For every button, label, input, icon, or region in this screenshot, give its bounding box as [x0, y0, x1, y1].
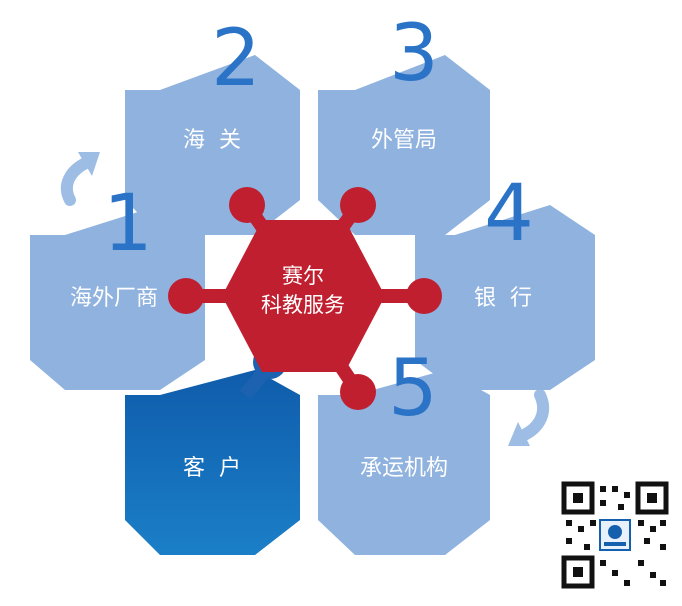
center-hex-shape — [222, 220, 385, 372]
hex-carrier-shape — [318, 370, 490, 555]
hex-overseas-label: 海外厂商 — [70, 286, 158, 311]
curved-arrow-up-icon — [60, 152, 100, 206]
number-4: 4 — [484, 169, 534, 259]
hex-bank — [415, 205, 595, 390]
hex-customs-label: 海 关 — [183, 128, 241, 153]
number-1: 1 — [103, 179, 153, 269]
center-title-line2: 科教服务 — [261, 293, 345, 317]
center-connectors — [168, 187, 442, 410]
hex-bank-shape — [415, 205, 595, 390]
hex-carrier — [318, 370, 490, 555]
hex-overseas-manufacturer — [30, 205, 205, 390]
number-3: 3 — [389, 9, 439, 99]
center-hex: 赛尔 科教服务 — [222, 220, 385, 372]
hex-bank-label: 银 行 — [474, 286, 532, 311]
center-title-line1: 赛尔 — [282, 264, 324, 288]
hex-overseas-shape — [30, 205, 205, 390]
curved-arrow-down-icon — [508, 389, 550, 446]
hex-customer-label: 客 户 — [183, 456, 241, 481]
hex-carrier-label: 承运机构 — [360, 456, 448, 481]
number-5: 5 — [388, 344, 438, 434]
qr-code-icon — [560, 480, 670, 590]
number-2: 2 — [211, 14, 261, 104]
hex-safe-label: 外管局 — [371, 128, 437, 153]
hex-customer — [125, 370, 300, 555]
hex-customer-shape — [125, 370, 300, 555]
